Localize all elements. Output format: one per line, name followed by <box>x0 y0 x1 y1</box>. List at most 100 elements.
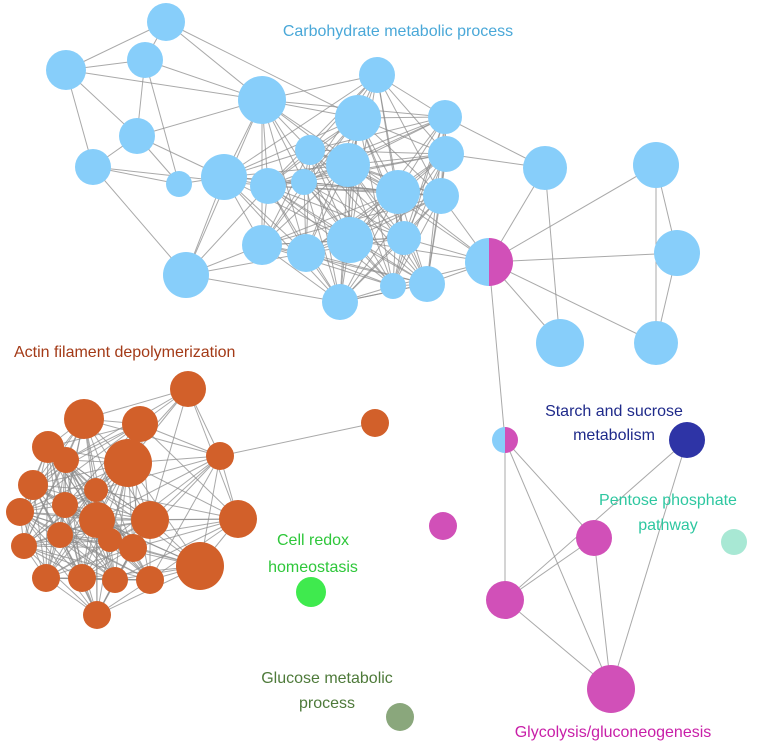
actin-node <box>11 533 37 559</box>
network-edge <box>23 545 116 581</box>
network-edge <box>83 418 221 457</box>
label-pentose-phosphate-line2: pathway <box>638 517 698 534</box>
cluster-labels: Carbohydrate metabolic process Actin fil… <box>14 23 737 741</box>
network-edge <box>488 164 657 263</box>
network-edge <box>109 455 221 541</box>
network-edge <box>544 167 561 344</box>
actin-node <box>136 566 164 594</box>
actin-node <box>170 371 206 407</box>
shared-node-right-half <box>505 427 518 453</box>
glycolysis-node <box>486 581 524 619</box>
network-edge <box>347 164 490 263</box>
starch-sucrose-node <box>669 422 705 458</box>
actin-node <box>131 501 169 539</box>
actin-node <box>47 522 73 548</box>
network-edge <box>261 191 399 246</box>
actin-node <box>219 500 257 538</box>
actin-node <box>18 470 48 500</box>
network-edge <box>139 423 239 520</box>
carbohydrate-node <box>75 149 111 185</box>
actin-node <box>98 528 122 552</box>
carbohydrate-node <box>428 100 462 134</box>
network-edge <box>261 244 394 287</box>
network-edge <box>149 388 189 521</box>
carbohydrate-node <box>359 57 395 93</box>
actin-node <box>53 447 79 473</box>
glycolysis-node <box>576 520 612 556</box>
network-edge <box>261 99 399 193</box>
carbohydrate-node <box>335 95 381 141</box>
actin-node <box>84 478 108 502</box>
actin-node <box>176 542 224 590</box>
network-edge <box>504 439 595 539</box>
network-edge <box>32 484 151 521</box>
network-edge <box>95 489 239 520</box>
shared-node <box>465 238 513 286</box>
carbohydrate-node <box>633 142 679 188</box>
network-edge <box>403 116 446 239</box>
network-edge <box>610 439 688 690</box>
carbohydrate-node <box>327 217 373 263</box>
network-edge <box>267 185 405 239</box>
label-cell-redox-line1: Cell redox <box>277 532 349 549</box>
network-edge <box>488 261 506 441</box>
carbohydrate-node <box>387 221 421 255</box>
network-edge <box>45 459 67 579</box>
network-nodes <box>6 3 747 731</box>
carbohydrate-node <box>322 284 358 320</box>
label-carbohydrate-metabolic-process: Carbohydrate metabolic process <box>283 23 513 40</box>
carbohydrate-node <box>380 273 406 299</box>
network-edge <box>305 252 428 285</box>
network-edge <box>32 484 47 579</box>
network-edge <box>303 153 447 183</box>
network-edge <box>114 518 239 581</box>
network-edge <box>309 149 405 239</box>
network-edge <box>357 117 394 287</box>
actin-node <box>119 534 147 562</box>
label-starch-sucrose-line2: metabolism <box>573 427 655 444</box>
carbohydrate-node <box>127 42 163 78</box>
shared-node-right-half <box>489 238 513 286</box>
network-edge <box>303 181 405 239</box>
carbohydrate-node <box>295 135 325 165</box>
label-cell-redox-line2: homeostasis <box>268 559 358 576</box>
carbohydrate-node <box>201 154 247 200</box>
actin-node <box>122 406 158 442</box>
network-edge <box>19 511 116 581</box>
carbohydrate-node <box>376 170 420 214</box>
glycolysis-node <box>429 512 457 540</box>
network-edge <box>165 21 359 119</box>
shared-node <box>492 427 518 453</box>
network-edge <box>339 195 442 303</box>
network-edge <box>504 439 612 690</box>
carbohydrate-node <box>654 230 700 276</box>
carbohydrate-node <box>536 319 584 367</box>
carbohydrate-node <box>409 266 445 302</box>
actin-node <box>64 399 104 439</box>
carbohydrate-node <box>287 234 325 272</box>
network-edge <box>32 484 98 616</box>
carbohydrate-node <box>238 76 286 124</box>
network-edge <box>488 252 678 263</box>
carbohydrate-node <box>634 321 678 365</box>
network-edge <box>19 511 83 579</box>
actin-node <box>83 601 111 629</box>
actin-node <box>102 567 128 593</box>
network-edge <box>223 74 378 178</box>
carbohydrate-node <box>147 3 185 41</box>
network-edge <box>23 545 151 581</box>
network-edge <box>261 99 307 254</box>
label-starch-sucrose-line1: Starch and sucrose <box>545 403 683 420</box>
carbohydrate-node <box>423 178 459 214</box>
network-edge <box>144 59 180 185</box>
network-edge <box>309 116 446 151</box>
label-glucose-metabolic-line2: process <box>299 695 355 712</box>
actin-node <box>32 564 60 592</box>
shared-node-left-half <box>465 238 489 286</box>
carbohydrate-node <box>326 143 370 187</box>
network-edge <box>223 176 351 241</box>
label-glucose-metabolic-line1: Glucose metabolic <box>261 670 393 687</box>
network-edge <box>45 547 134 579</box>
network-edge <box>23 459 67 547</box>
